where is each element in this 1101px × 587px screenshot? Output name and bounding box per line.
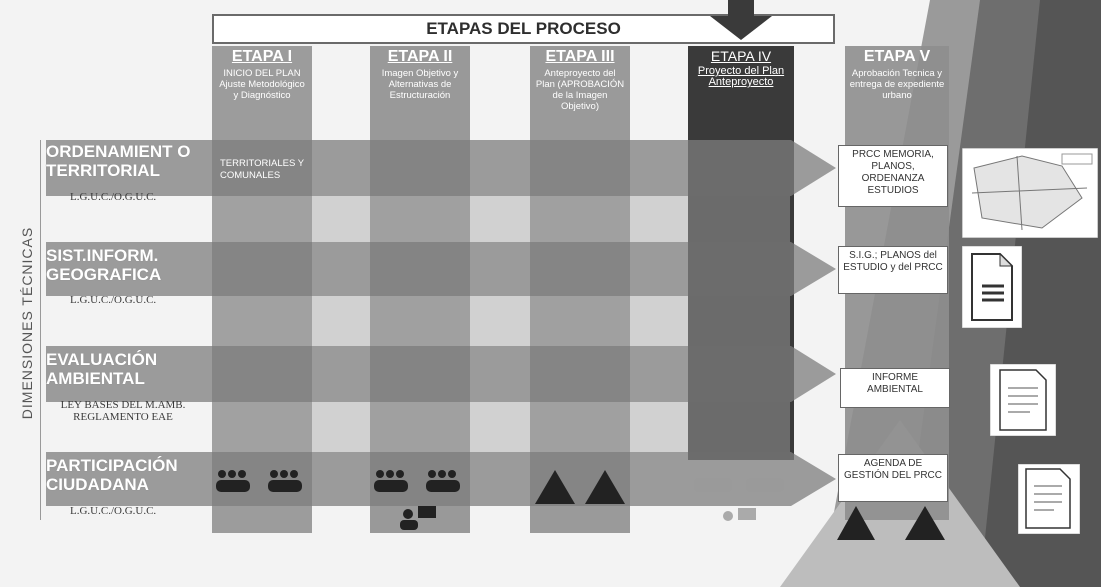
dimension-band-4 xyxy=(46,452,836,506)
dimension-title: ORDENAMIENT O TERRITORIAL xyxy=(46,142,191,180)
dimension-note: TERRITORIALES Y COMUNALES xyxy=(220,158,304,181)
people-group-icon xyxy=(216,470,302,492)
connector-cell xyxy=(212,402,790,452)
stage-header-3: ETAPA III Anteproyecto del Plan (APROBAC… xyxy=(530,46,630,114)
stage-header-4: ETAPA IV Proyecto del Plan Anteproyecto xyxy=(688,46,794,90)
stage-subtitle: INICIO DEL PLAN Ajuste Metodológico y Di… xyxy=(219,68,305,101)
document-icon xyxy=(962,246,1022,328)
presenter-icon xyxy=(723,508,756,521)
stage-title: ETAPA IV xyxy=(710,48,772,64)
dimension-label-2: SIST.INFORM. GEOGRAFICA xyxy=(46,246,206,284)
connector-cell xyxy=(212,296,790,346)
document-icon xyxy=(1018,464,1080,534)
output-box-ordenamiento: PRCC MEMORIA, PLANOS, ORDENANZA ESTUDIOS xyxy=(838,145,948,207)
dimension-label-4: PARTICIPACIÓN CIUDADANA xyxy=(46,456,206,494)
stage-header-5: ETAPA V Aprobación Tecnica y entrega de … xyxy=(845,46,949,103)
dimension-label-3: EVALUACIÓN AMBIENTAL xyxy=(46,350,206,388)
stage-title: ETAPA III xyxy=(545,48,615,65)
connector-cell xyxy=(212,196,790,242)
dimension-subtitle: L.G.U.C./O.G.U.C. xyxy=(70,191,157,203)
stage-title: ETAPA I xyxy=(231,48,293,65)
dimension-subtitle: L.G.U.C./O.G.U.C. xyxy=(70,294,157,306)
side-label-box: DIMENSIONES TÉCNICAS xyxy=(10,140,41,520)
presenter-icon xyxy=(400,506,436,530)
stage-title: ETAPA II xyxy=(387,48,453,65)
stage-title: ETAPA V xyxy=(863,48,931,65)
people-group-icon xyxy=(694,478,784,492)
dimension-band-1 xyxy=(46,140,836,196)
dimension-band-2 xyxy=(46,242,836,296)
people-group-icon xyxy=(535,470,625,504)
down-arrow-icon xyxy=(710,0,772,40)
output-box-ambiental: INFORME AMBIENTAL xyxy=(840,368,950,408)
dimension-title: PARTICIPACIÓN CIUDADANA xyxy=(46,456,178,494)
dimension-subtitle: LEY BASES DEL M.AMB. REGLAMENTO EAE xyxy=(60,399,186,423)
dimension-band-3 xyxy=(46,346,836,402)
dimension-title: SIST.INFORM. GEOGRAFICA xyxy=(46,246,162,284)
side-label-text: DIMENSIONES TÉCNICAS xyxy=(19,226,35,420)
output-box-sig: S.I.G.; PLANOS del ESTUDIO y del PRCC xyxy=(838,246,948,294)
output-box-participacion: AGENDA DE GESTIÓN DEL PRCC xyxy=(838,454,948,502)
stage-subtitle: Proyecto del Plan Anteproyecto xyxy=(697,65,785,88)
stage-header-1: ETAPA I INICIO DEL PLAN Ajuste Metodológ… xyxy=(212,46,312,103)
people-group-icon xyxy=(374,470,460,492)
dimension-subtitle: L.G.U.C./O.G.U.C. xyxy=(70,505,157,517)
map-thumbnail-icon xyxy=(962,148,1098,238)
dimension-label-1: ORDENAMIENT O TERRITORIAL xyxy=(46,142,206,180)
stage-subtitle: Anteproyecto del Plan (APROBACIÓN de la … xyxy=(535,68,625,112)
stages-header-title: ETAPAS DEL PROCESO xyxy=(426,19,621,38)
stage-header-2: ETAPA II Imagen Objetivo y Alternativas … xyxy=(370,46,470,103)
stage-subtitle: Aprobación Tecnica y entrega de expedien… xyxy=(849,68,945,101)
document-icon xyxy=(990,364,1056,436)
stage-subtitle: Imagen Objetivo y Alternativas de Estruc… xyxy=(381,68,459,101)
people-group-icon xyxy=(837,506,945,540)
dimension-title: EVALUACIÓN AMBIENTAL xyxy=(46,350,158,388)
